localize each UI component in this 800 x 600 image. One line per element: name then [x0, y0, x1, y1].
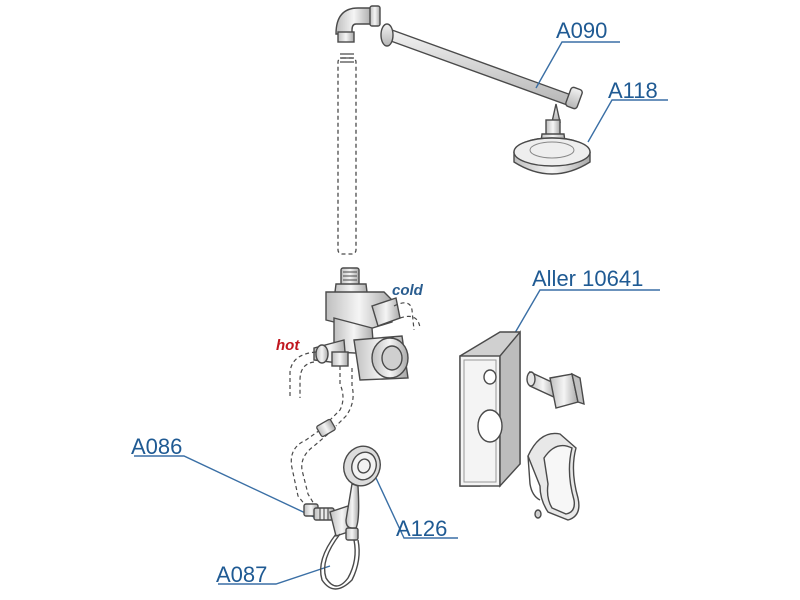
- label-a118: A118: [608, 78, 658, 103]
- label-a090: A090: [556, 18, 608, 43]
- shower-arm: [380, 23, 583, 123]
- label-a126: A126: [396, 516, 448, 541]
- vertical-dashed-pipe: [337, 57, 357, 255]
- label-a086: A086: [131, 434, 183, 459]
- label-cold: cold: [392, 282, 423, 299]
- leader-a126: [375, 477, 458, 539]
- pipe-thread-top: [340, 53, 354, 63]
- shower-hose: [319, 533, 360, 590]
- pipe-nut: [316, 418, 336, 438]
- label-aller-10641: Aller 10641: [532, 266, 644, 291]
- leader-a090: [535, 41, 620, 89]
- label-hot: hot: [276, 337, 300, 354]
- cold-water-dashed-pipe: [393, 302, 421, 331]
- leader-a087: [218, 565, 331, 585]
- hot-water-dashed-pipe: [289, 351, 317, 398]
- mixer-inlet-thread: [343, 271, 357, 281]
- trim-plate: [459, 330, 521, 488]
- hose-connection-dashed-pipe: [290, 366, 354, 507]
- leader-a086: [134, 455, 317, 519]
- label-a087: A087: [216, 562, 268, 587]
- top-elbow-fitting: [335, 5, 381, 43]
- rain-shower-head: [513, 119, 591, 175]
- leader-aller: [511, 289, 660, 339]
- cartridge-spindle: [526, 370, 585, 409]
- hand-shower: [343, 445, 381, 529]
- lever-handle: [527, 432, 580, 521]
- leader-lines: [134, 41, 668, 585]
- leader-a118: [587, 99, 668, 143]
- outlet-nut: [319, 508, 329, 520]
